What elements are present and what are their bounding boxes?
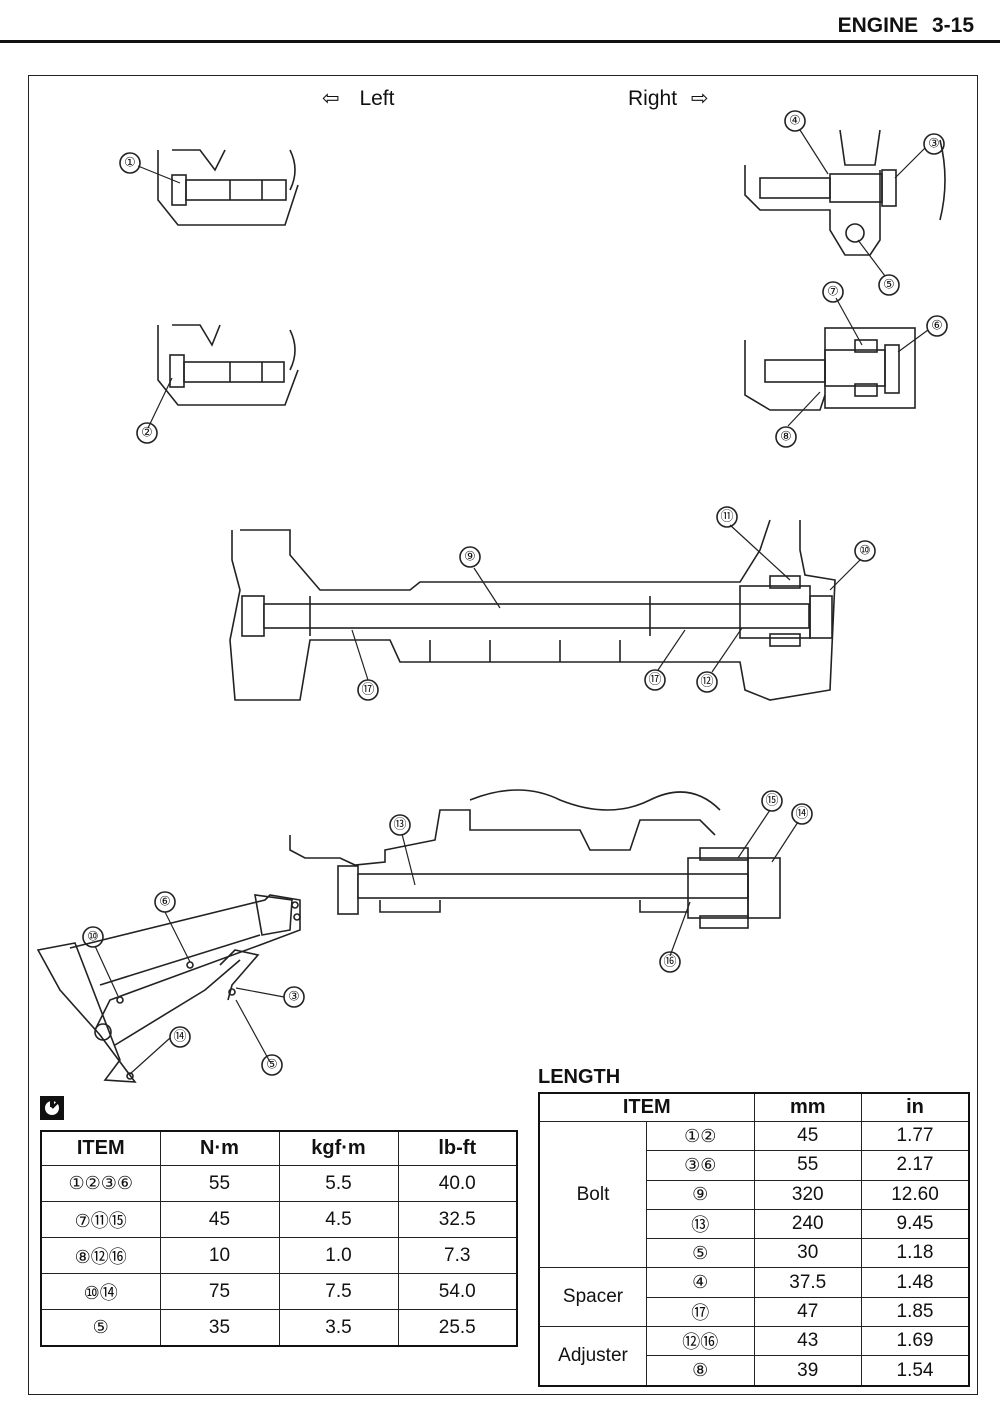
detail-bolt-3 [744, 129, 946, 256]
callout-13: ⑬ [393, 818, 406, 833]
table-row: ⑤ 35 3.5 25.5 [40, 1309, 518, 1347]
callout-17-left: ⑰ [361, 683, 374, 698]
callout-2: ② [141, 426, 153, 441]
frame-callout-5: ⑤ [266, 1058, 278, 1073]
callout-1: ① [124, 156, 136, 171]
length-col-mm: mm [753, 1092, 862, 1122]
left-direction-label: ⇦ Left [322, 87, 395, 110]
table-row: Spacer ④ 37.5 1.48 [538, 1267, 970, 1328]
frame-overview [36, 894, 301, 1083]
group-spacer: Spacer [538, 1267, 647, 1328]
frame-callout-14: ⑭ [173, 1030, 186, 1045]
group-bolt: Bolt [538, 1120, 647, 1269]
table-row: Adjuster ⑫⑯ 43 1.69 [538, 1326, 970, 1387]
group-adjuster: Adjuster [538, 1326, 647, 1387]
torque-wrench-icon [40, 1096, 64, 1120]
right-direction-label: Right ⇨ [628, 87, 709, 110]
callout-6: ⑥ [931, 319, 943, 334]
callout-5: ⑤ [883, 278, 895, 293]
frame-callout-3: ③ [288, 990, 300, 1005]
diagram-frame [28, 75, 978, 1395]
callout-11: ⑪ [720, 510, 733, 525]
table-row: ⑤ 30 1.18 [539, 1238, 970, 1269]
torque-col-item: ITEM [40, 1130, 161, 1166]
callout-16: ⑯ [663, 955, 676, 970]
callout-7: ⑦ [827, 285, 839, 300]
callout-9: ⑨ [464, 550, 476, 565]
section-title: ENGINE [837, 14, 919, 37]
length-title: LENGTH [538, 1066, 621, 1088]
length-header-row: ITEM mm in [538, 1092, 970, 1122]
callout-14: ⑭ [795, 807, 808, 822]
torque-col-lbft: lb-ft [397, 1130, 518, 1166]
torque-col-nm: N·m [159, 1130, 280, 1166]
page-header: ENGINE 3-15 [838, 14, 974, 38]
detail-bolt-1 [157, 149, 299, 226]
callout-15: ⑮ [765, 794, 778, 809]
detail-bolt-2 [157, 324, 299, 406]
leader-lines [94, 129, 929, 1075]
header-rule [0, 40, 1000, 43]
detail-bolt-6 [744, 327, 916, 411]
table-row: ⑧⑫⑯ 10 1.0 7.3 [40, 1237, 518, 1274]
left-arrow-icon: ⇦ [322, 87, 340, 110]
callout-17-right: ⑰ [648, 673, 661, 688]
callout-3: ③ [928, 137, 940, 152]
length-col-in: in [861, 1092, 970, 1122]
table-row: ⑩⑭ 75 7.5 54.0 [40, 1273, 518, 1310]
table-row: ⑬ 240 9.45 [539, 1208, 970, 1240]
length-table: ITEM mm in Bolt ①② 45 1.77 ③⑥ 55 2.17 ⑨ … [538, 1092, 970, 1387]
page-number: 3-15 [931, 14, 974, 37]
frame-callout-10: ⑩ [87, 930, 99, 945]
callout-circles [82, 110, 948, 1076]
frame-callout-6: ⑥ [159, 895, 171, 910]
table-row: ⑨ 320 12.60 [539, 1179, 970, 1210]
detail-through-bolt-9 [229, 519, 836, 701]
table-row: ⑦⑪⑮ 45 4.5 32.5 [40, 1201, 518, 1238]
right-arrow-icon: ⇨ [690, 87, 709, 110]
torque-header-row: ITEM N·m kgf·m lb-ft [40, 1130, 518, 1166]
detail-bolt-13 [289, 789, 781, 929]
length-col-item: ITEM [538, 1092, 755, 1122]
torque-col-kgfm: kgf·m [278, 1130, 399, 1166]
callout-10: ⑩ [859, 544, 871, 559]
callout-12: ⑫ [700, 675, 713, 690]
callout-4: ④ [789, 114, 801, 129]
table-row: Bolt ①② 45 1.77 [538, 1120, 970, 1269]
table-row: ①②③⑥ 55 5.5 40.0 [40, 1165, 518, 1202]
table-row: ⑧ 39 1.54 [539, 1355, 970, 1387]
torque-table: ITEM N·m kgf·m lb-ft ①②③⑥ 55 5.5 40.0 ⑦⑪… [40, 1130, 518, 1347]
callout-8: ⑧ [780, 430, 792, 445]
